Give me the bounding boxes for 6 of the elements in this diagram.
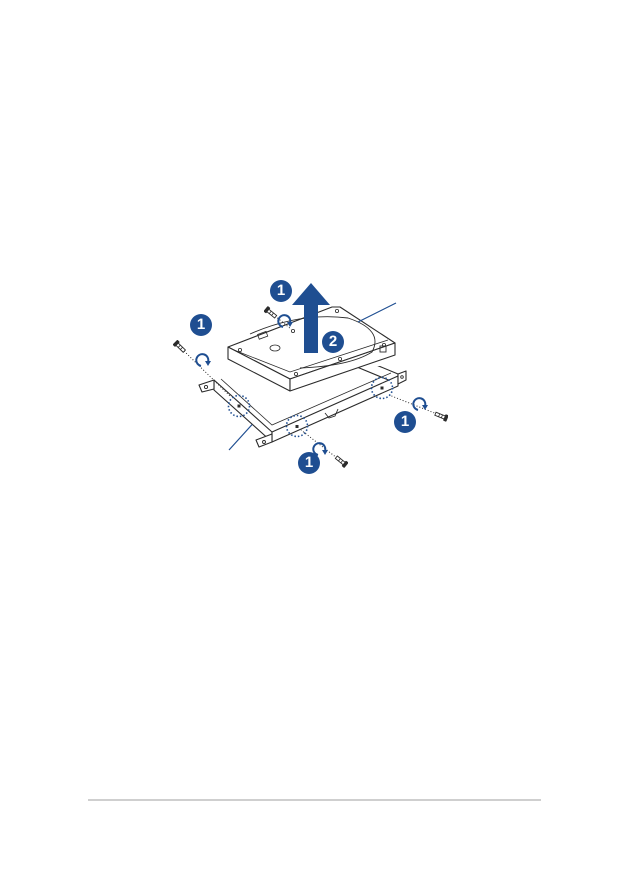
callout-number: 1 [190, 314, 212, 336]
leader-line [228, 424, 252, 450]
callout-number: 1 [270, 280, 292, 302]
leader-line [358, 302, 396, 323]
callout-number: 1 [298, 452, 320, 474]
callout-number: 1 [394, 411, 416, 433]
